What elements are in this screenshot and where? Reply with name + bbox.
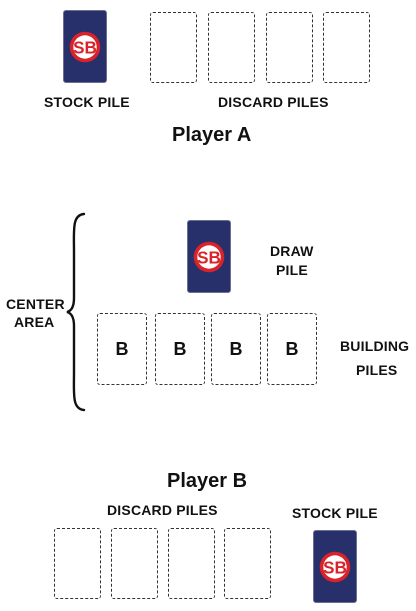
player-a-stock-pile-label: STOCK PILE <box>44 94 130 110</box>
building-piles-label-line1: BUILDING <box>340 338 410 354</box>
player-b-discard-pile-1[interactable] <box>54 528 101 599</box>
building-pile-4[interactable]: B <box>267 313 317 385</box>
building-pile-1[interactable]: B <box>97 313 147 385</box>
player-b-discard-pile-2[interactable] <box>111 528 158 599</box>
player-b-discard-pile-4[interactable] <box>224 528 271 599</box>
center-area-label-line1: CENTER <box>6 296 65 312</box>
building-pile-3[interactable]: B <box>211 313 261 385</box>
logo-icon: SB <box>193 241 225 272</box>
player-a-discard-pile-1[interactable] <box>150 12 197 83</box>
player-b-discard-piles-label: DISCARD PILES <box>107 502 218 518</box>
player-b-stock-pile-label: STOCK PILE <box>292 505 378 521</box>
player-a-stock-pile-card[interactable]: SB <box>63 10 107 83</box>
player-a-discard-pile-3[interactable] <box>266 12 313 83</box>
svg-text:SB: SB <box>197 248 221 267</box>
building-pile-2[interactable]: B <box>155 313 205 385</box>
building-pile-marker: B <box>115 338 129 359</box>
player-a-discard-pile-4[interactable] <box>323 12 370 83</box>
building-piles-label-line2: PILES <box>356 362 398 378</box>
center-area-label-line2: AREA <box>14 314 55 330</box>
logo-icon: SB <box>319 551 351 582</box>
player-b-stock-pile-card[interactable]: SB <box>313 530 357 603</box>
draw-pile-label-line1: DRAW <box>270 243 314 259</box>
building-pile-marker: B <box>285 338 299 359</box>
svg-text:SB: SB <box>73 38 97 57</box>
draw-pile-card[interactable]: SB <box>187 220 231 293</box>
center-area-brace <box>66 212 86 412</box>
player-a-discard-piles-label: DISCARD PILES <box>218 94 329 110</box>
player-b-discard-pile-3[interactable] <box>168 528 215 599</box>
player-a-title: Player A <box>172 124 252 146</box>
player-b-title: Player B <box>167 470 248 492</box>
draw-pile-label-line2: PILE <box>276 262 308 278</box>
svg-text:SB: SB <box>323 558 347 577</box>
building-pile-marker: B <box>173 338 187 359</box>
building-pile-marker: B <box>229 338 243 359</box>
player-a-discard-pile-2[interactable] <box>208 12 255 83</box>
logo-icon: SB <box>69 31 101 62</box>
